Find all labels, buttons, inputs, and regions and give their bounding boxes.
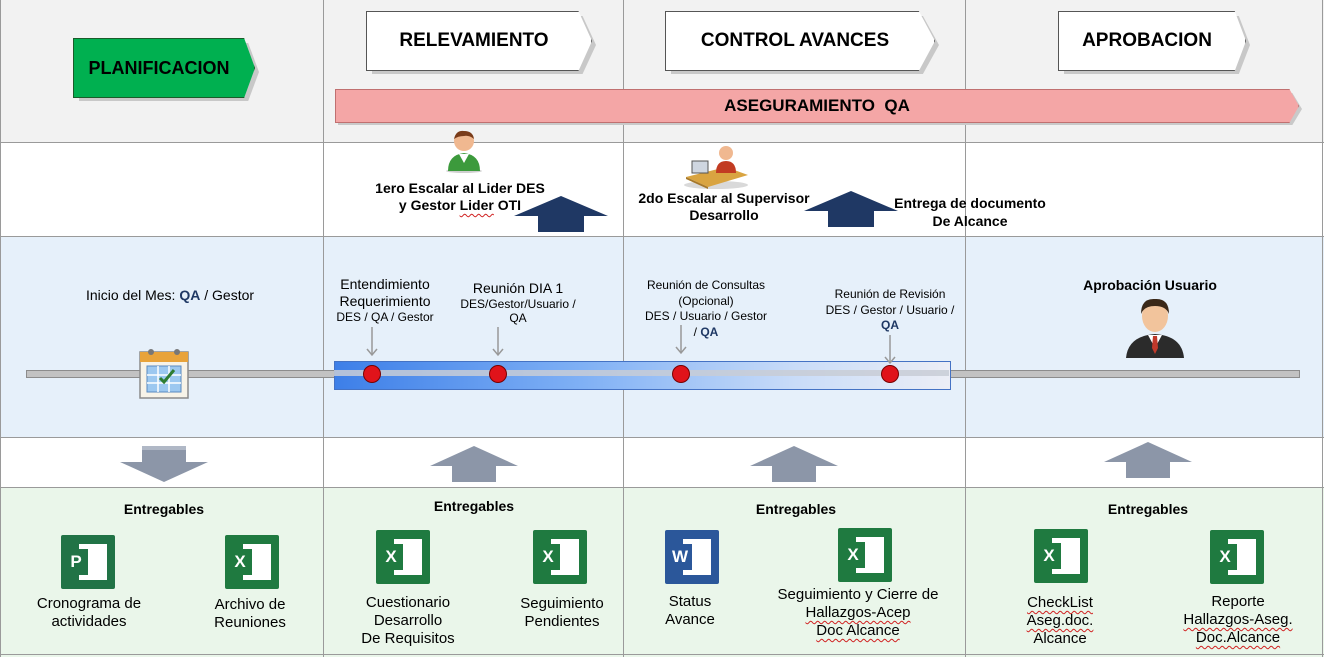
excel-file-icon: X <box>838 528 892 582</box>
timeline-line-overlay <box>334 370 949 376</box>
up-arrow-navy <box>514 196 608 232</box>
entregables-heading: Entregables <box>433 498 515 514</box>
reunion-revision: Reunión de Revisión DES / Gestor / Usuar… <box>825 287 955 333</box>
delivery-document-line: Entrega de documento <box>894 195 1046 211</box>
person-icon <box>446 130 482 173</box>
supervisor-desk-icon <box>684 146 748 189</box>
up-arrow-gray <box>750 446 838 482</box>
word-file-icon: W <box>665 530 719 584</box>
pointer-arrow <box>366 327 378 357</box>
escalation-band <box>0 142 1324 237</box>
pointer-arrow <box>492 327 504 357</box>
phase-label: CONTROL AVANCES <box>700 30 890 51</box>
escalation-second-line: 2do Escalar al Supervisor <box>638 190 810 206</box>
timeline-band <box>0 237 1324 437</box>
deliverables-band <box>0 487 1324 657</box>
escalation-second: 2do Escalar al Supervisor Desarrollo <box>626 190 822 224</box>
escalation-second-line: Desarrollo <box>689 206 759 223</box>
up-arrow-gray <box>1104 442 1192 478</box>
milestone-point <box>363 365 381 383</box>
deliverable-seguimiento-cierre: Seguimiento y Cierre de Hallazgos-Acep D… <box>777 586 939 639</box>
delivery-document: Entrega de documento De Alcance <box>870 195 1070 230</box>
pointer-arrow <box>675 325 687 355</box>
phase-control-avances: CONTROL AVANCES <box>665 11 935 71</box>
entregables-heading: Entregables <box>755 501 837 517</box>
phase-relevamiento: RELEVAMIENTO <box>366 11 592 71</box>
divider <box>0 236 1324 237</box>
phase-aprobacion: APROBACION <box>1058 11 1246 71</box>
down-arrow-gray <box>120 446 208 482</box>
phase-label: PLANIFICACION <box>88 57 230 78</box>
divider <box>0 487 1324 488</box>
entregables-heading: Entregables <box>1107 501 1189 517</box>
excel-file-icon: X <box>533 530 587 584</box>
excel-file-icon: X <box>1210 530 1264 584</box>
arrows-band <box>0 437 1324 487</box>
project-file-icon: P <box>61 535 115 589</box>
calendar-icon <box>139 349 189 399</box>
excel-file-icon: X <box>376 530 430 584</box>
qa-bar-label: ASEGURAMIENTO QA <box>724 96 910 115</box>
milestone-point <box>881 365 899 383</box>
milestone-point <box>672 365 690 383</box>
qa-bar: ASEGURAMIENTO QA <box>335 89 1299 123</box>
divider <box>0 654 1324 655</box>
escalation-first: 1ero Escalar al Lider DES y Gestor Lider… <box>350 180 570 214</box>
aprobacion-usuario: Aprobación Usuario <box>1083 277 1217 293</box>
phase-planificacion: PLANIFICACION <box>73 38 255 98</box>
inicio-del-mes: Inicio del Mes: QA / Gestor <box>85 287 255 303</box>
excel-file-icon: X <box>1034 529 1088 583</box>
divider <box>0 142 1324 143</box>
divider <box>0 0 1 657</box>
entendimiento-requerimiento: Entendimiento Requerimiento DES / QA / G… <box>336 276 434 324</box>
delivery-document-line: De Alcance <box>932 212 1008 229</box>
pointer-arrow <box>884 335 896 365</box>
reunion-consultas: Reunión de Consultas (Opcional) DES / Us… <box>644 278 768 339</box>
deliverable-reporte-hallazgos: Reporte Hallazgos-Aseg. Doc.Alcance <box>1183 593 1293 646</box>
up-arrow-navy <box>804 191 898 227</box>
escalation-first-line: y Gestor Lider OTI <box>398 196 522 213</box>
businessman-icon <box>1126 298 1184 358</box>
escalation-first-line: 1ero Escalar al Lider DES <box>375 180 545 196</box>
phase-label: APROBACION <box>1082 30 1212 51</box>
entregables-heading: Entregables <box>123 501 205 517</box>
reunion-dia-1: Reunión DIA 1 DES/Gestor/Usuario / QA <box>460 280 576 326</box>
excel-file-icon: X <box>225 535 279 589</box>
divider <box>623 0 624 657</box>
divider <box>0 437 1324 438</box>
divider <box>965 0 966 657</box>
phase-label: RELEVAMIENTO <box>399 30 549 51</box>
up-arrow-gray <box>430 446 518 482</box>
milestone-point <box>489 365 507 383</box>
divider <box>323 0 324 657</box>
deliverable-checklist: CheckList Aseg.doc. Alcance <box>1026 594 1094 647</box>
divider <box>1322 0 1323 657</box>
